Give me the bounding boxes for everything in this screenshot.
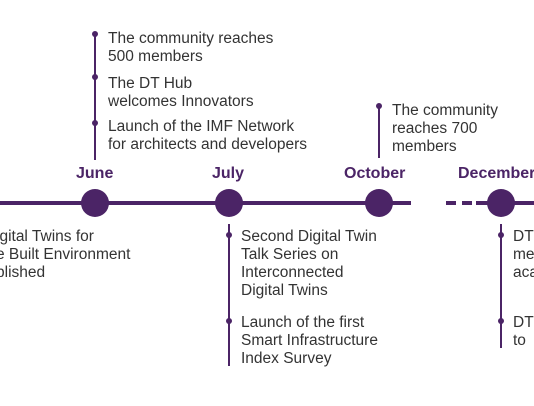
milestone-dot-december [487, 189, 515, 217]
milestone-dot-june [81, 189, 109, 217]
event-bullet [92, 74, 98, 80]
event-july-smart-infrastructure-survey: Launch of the first Smart Infrastructure… [241, 314, 378, 367]
event-bullet [498, 232, 504, 238]
event-june-imf-network: Launch of the IMF Network for architects… [108, 118, 308, 153]
event-bullet [92, 120, 98, 126]
event-july-talk-series: Second Digital Twin Talk Series on Inter… [241, 228, 377, 299]
event-december-2: DT to [513, 314, 534, 349]
milestone-dot-october [365, 189, 393, 217]
connector-october-top [378, 106, 380, 158]
connector-july-bottom [228, 224, 230, 366]
month-label-june: June [76, 165, 114, 182]
timeline-dash [446, 201, 456, 205]
month-label-december: December [458, 165, 534, 182]
event-bullet [226, 318, 232, 324]
event-june-innovators: The DT Hub welcomes Innovators [108, 75, 254, 110]
connector-december-bottom [500, 224, 502, 348]
month-label-july: July [212, 165, 245, 182]
event-bullet [92, 31, 98, 37]
connector-june-top [94, 34, 96, 160]
milestone-dot-july [215, 189, 243, 217]
event-december-1: DT me aca [513, 228, 534, 281]
timeline-line [0, 201, 411, 205]
event-june-digital-twins-established: igital Twins for e Built Environment bli… [0, 228, 131, 281]
month-label-october: October [344, 165, 406, 182]
event-october-members-700: The community reaches 700 members [392, 102, 498, 155]
event-bullet [376, 103, 382, 109]
event-bullet [498, 318, 504, 324]
timeline-dash [462, 201, 472, 205]
event-june-members-500: The community reaches 500 members [108, 30, 274, 65]
event-bullet [226, 232, 232, 238]
